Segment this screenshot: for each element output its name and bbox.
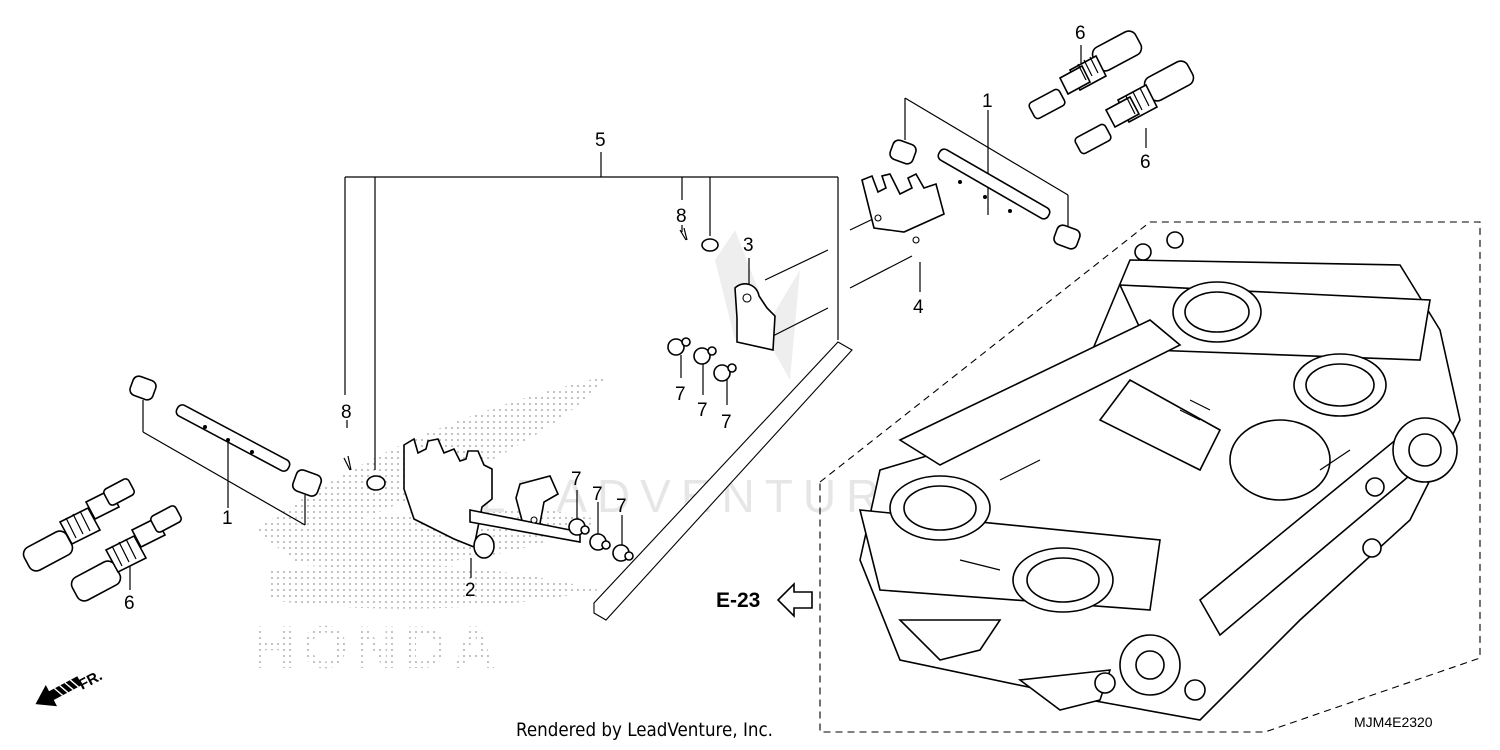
- callout-7-f: 7: [616, 496, 627, 517]
- direction-label: FR.: [76, 667, 105, 693]
- assembly-outline: [819, 221, 1481, 733]
- throttle-body-assembly: [858, 231, 1461, 721]
- callout-7-b: 7: [697, 400, 708, 421]
- credit-text: Rendered by LeadVenture, Inc.: [516, 719, 774, 741]
- arrow-down-left-icon: [35, 676, 83, 707]
- callout-5: 5: [595, 130, 606, 151]
- bracket-3: [679, 227, 776, 351]
- callout-7-d: 7: [571, 469, 582, 490]
- callout-7-e: 7: [592, 484, 603, 505]
- callout-2: 2: [465, 580, 476, 601]
- callout-labels: 1 1 2 3 4 5 6 6 6 7 7 7 7 7 7 8 8: [124, 23, 1151, 614]
- bracket-2-assembly: [343, 437, 581, 559]
- honda-text-watermark: HONDA: [252, 614, 502, 681]
- callout-7-c: 7: [721, 412, 732, 433]
- hollow-arrow-left-icon: [776, 582, 813, 618]
- part-code: MJM4E2320: [1354, 714, 1433, 730]
- callout-6-left: 6: [124, 593, 135, 614]
- callout-1-left: 1: [222, 508, 233, 529]
- injector-left-2: [70, 505, 182, 602]
- callout-8-top: 8: [676, 206, 687, 227]
- injector-top-2: [1074, 60, 1195, 155]
- callout-8-left: 8: [341, 402, 352, 423]
- leader-lines: [129, 45, 1147, 590]
- injector-left-1: [22, 478, 135, 572]
- injector-top-1: [1028, 30, 1143, 120]
- callout-4: 4: [913, 297, 924, 318]
- callout-3: 3: [743, 235, 754, 256]
- reference-label: E-23: [716, 589, 760, 612]
- bolts-7-upper: [667, 337, 737, 382]
- callout-6-mid: 6: [1140, 152, 1151, 173]
- bolts-7-lower: [568, 518, 634, 562]
- fuel-pipe-right: [889, 139, 1081, 250]
- callout-6-top: 6: [1075, 23, 1086, 44]
- callout-1-right: 1: [982, 91, 993, 112]
- bracket-4: [861, 172, 945, 244]
- fuel-rod-5: [593, 341, 853, 621]
- fuel-pipe-left: [129, 375, 323, 497]
- callout-7-a: 7: [675, 384, 686, 405]
